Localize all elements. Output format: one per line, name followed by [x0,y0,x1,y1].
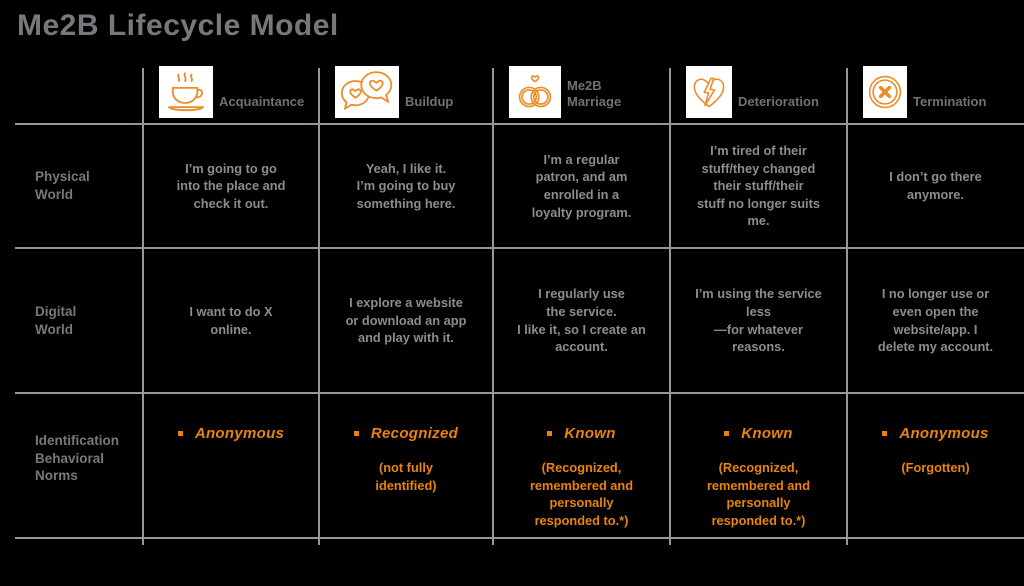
bullet-icon [882,431,888,436]
norm-term: Anonymous [882,425,988,442]
norm-note: (Forgotten) [901,460,970,475]
grid-tick [493,537,671,545]
row-label-physical-world: Physical World [15,123,144,247]
norm-term: Known [724,425,793,442]
grid-tick [15,537,144,545]
cell-physical-buildup: Yeah, I like it. I’m going to buy someth… [319,123,494,247]
column-header-buildup: Buildup [319,60,494,123]
cell-physical-me2b-marriage: I’m a regular patron, and am enrolled in… [493,123,671,247]
cell-physical-acquaintance: I’m going to go into the place and check… [143,123,320,247]
grid-tick [319,537,494,545]
cell-norms-termination: Anonymous (Forgotten) [847,392,1024,537]
bullet-icon [177,431,183,436]
cell-norms-me2b-marriage: Known (Recognized, remembered and person… [493,392,671,537]
cell-digital-me2b-marriage: I regularly use the service. I like it, … [493,247,671,392]
norm-term: Recognized [353,425,458,442]
norm-note: (not fully identified) [375,460,437,493]
corner-cell [15,60,144,123]
wedding-rings-icon [518,75,552,108]
cell-digital-buildup: I explore a website or download an app a… [319,247,494,392]
column-label: Buildup [405,93,454,109]
norm-term: Anonymous [177,425,284,442]
column-label: Deterioration [738,93,819,109]
column-label: Termination [913,93,987,109]
bullet-icon [724,431,730,436]
cell-norms-acquaintance: Anonymous [143,392,320,537]
page-title: Me2B Lifecycle Model [17,9,339,42]
bullet-icon [353,431,359,436]
column-label: Me2B Marriage [567,77,622,109]
bullet-icon [547,431,553,436]
row-label-identification-behavioral-norms: Identification Behavioral Norms [15,392,144,537]
cell-digital-acquaintance: I want to do X online. [143,247,320,392]
column-label: Acquaintance [219,93,305,109]
grid-tick [670,537,848,545]
icon-tile [335,66,399,118]
cell-digital-termination: I no longer use or even open the website… [847,247,1024,392]
grid-tick [143,537,320,545]
column-header-acquaintance: Acquaintance [143,60,320,123]
icon-tile [159,66,213,118]
grid-tick [847,537,1024,545]
cell-physical-deterioration: I’m tired of their stuff/they changed th… [670,123,848,247]
norm-term: Known [547,425,616,442]
chat-hearts-icon [340,71,393,110]
row-label-digital-world: Digital World [15,247,144,392]
cell-digital-deterioration: I’m using the service less —for whatever… [670,247,848,392]
circle-x-icon [868,75,902,109]
cell-norms-deterioration: Known (Recognized, remembered and person… [670,392,848,537]
column-header-deterioration: Deterioration [670,60,848,123]
icon-tile [863,66,907,118]
icon-tile [686,66,732,118]
column-header-me2b-marriage: Me2B Marriage [493,60,671,123]
icon-tile [509,66,561,118]
norm-note: (Recognized, remembered and personally r… [706,460,811,528]
norm-note: (Recognized, remembered and personally r… [529,460,634,528]
cell-norms-buildup: Recognized (not fully identified) [319,392,494,537]
cell-physical-termination: I don’t go there anymore. [847,123,1024,247]
column-header-termination: Termination [847,60,1024,123]
coffee-cup-icon [168,72,204,112]
lifecycle-table: Acquaintance Buildup [15,60,1024,545]
broken-heart-icon [693,77,725,108]
